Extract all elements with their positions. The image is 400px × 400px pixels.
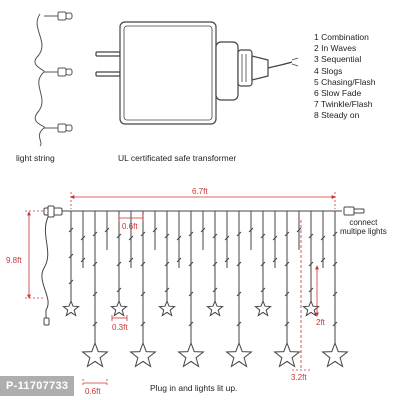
small-star <box>254 299 272 317</box>
drop-height-label: 9.8ft <box>6 256 22 265</box>
watermark: P-11707733 <box>0 376 75 396</box>
connect-line-1: connect <box>349 218 378 227</box>
mode-item: 8 Steady on <box>314 110 360 121</box>
mode-item: 7 Twinkle/Flash <box>314 99 373 110</box>
mode-item: 1 Combination <box>314 32 369 42</box>
strand-spacing-label: 0.6ft <box>122 222 138 231</box>
large-star <box>81 341 109 368</box>
small-star-drop-label: 0.3ft <box>112 323 128 332</box>
small-star <box>62 299 80 317</box>
connect-multiple-label: connect multipe lights <box>340 218 387 236</box>
large-star <box>225 341 253 368</box>
large-star <box>321 341 349 368</box>
long-drop-label: 3.2ft <box>291 373 307 382</box>
bulb-ticks <box>68 227 338 327</box>
small-star <box>158 299 176 317</box>
transformer-icon <box>95 21 299 125</box>
mode-item: 5 Chasing/Flash <box>314 76 376 87</box>
mode-item: 6 Slow Fade <box>314 88 362 99</box>
dimension-lines <box>25 192 336 387</box>
small-star <box>110 299 128 317</box>
large-star <box>129 341 157 368</box>
plug-in-caption: Plug in and lights lit up. <box>150 383 238 393</box>
large-star <box>273 341 301 368</box>
transformer-label: UL certificated safe transformer <box>118 153 237 163</box>
mode-item: 4 Slogs <box>314 65 343 76</box>
small-star <box>302 299 320 317</box>
light-string-label: light string <box>16 153 55 163</box>
bottom-spacing-label: 0.6ft <box>85 387 101 396</box>
star-lights <box>62 299 349 368</box>
connect-line-2: multipe lights <box>340 227 387 236</box>
small-star <box>206 299 224 317</box>
mode-item: 3 Sequential <box>314 54 362 65</box>
light-string-icon <box>34 11 73 147</box>
mode-item: 2 In Waves <box>314 43 357 54</box>
large-star <box>177 341 205 368</box>
short-drop-label: 2ft <box>316 318 325 327</box>
lighting-modes-list: 1 Combination 2 In Waves 3 Sequential 4 … <box>314 32 375 122</box>
total-width-label: 6.7ft <box>192 187 208 196</box>
